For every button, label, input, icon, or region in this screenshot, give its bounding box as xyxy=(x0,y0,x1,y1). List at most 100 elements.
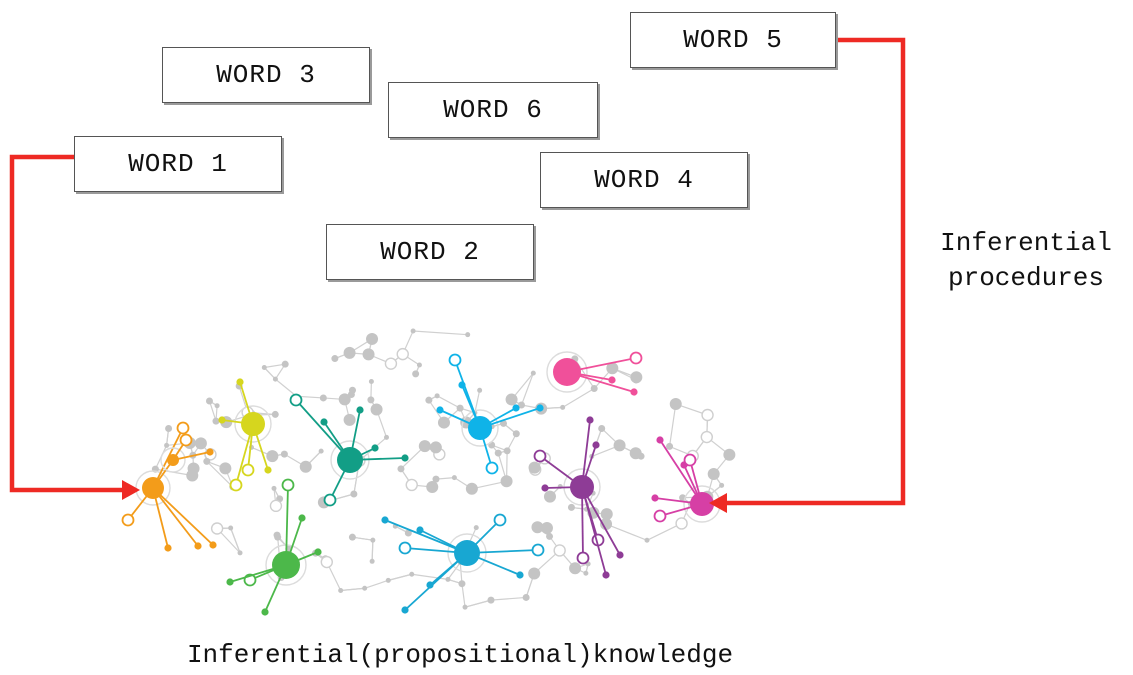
gray-node-hollow xyxy=(700,430,713,444)
purple-node-hollow xyxy=(576,551,590,565)
gray-edge xyxy=(208,400,217,422)
word-1-label: WORD 1 xyxy=(128,149,228,179)
pink-node xyxy=(608,376,616,384)
gray-node xyxy=(384,434,390,440)
orange-2-node xyxy=(206,448,214,456)
gray-node xyxy=(567,503,575,511)
arrow-left-line xyxy=(9,154,126,493)
gray-node xyxy=(531,521,544,534)
gray-node xyxy=(281,360,289,368)
inferential-procedures-label: Inferential procedures xyxy=(920,226,1132,296)
gray-edge xyxy=(413,330,468,336)
gray-edge xyxy=(275,378,297,397)
gray-node xyxy=(723,448,736,461)
yellow-hub-ring xyxy=(234,405,272,443)
gray-node xyxy=(500,475,513,488)
gray-node xyxy=(261,365,267,371)
gray-node xyxy=(560,404,566,410)
gray-edge xyxy=(605,523,648,541)
gray-node xyxy=(362,585,368,591)
cyan-node xyxy=(516,571,524,579)
gray-node xyxy=(370,537,376,543)
gray-node xyxy=(410,328,416,334)
gray-node xyxy=(271,410,279,418)
gray-node xyxy=(272,376,278,382)
orange-hub xyxy=(142,477,164,499)
teal-node xyxy=(401,454,409,462)
gray-node xyxy=(370,403,383,416)
gray-edge xyxy=(388,573,412,581)
teal-node xyxy=(371,444,379,452)
teal-hub xyxy=(337,447,363,473)
green-node-hollow xyxy=(281,478,295,492)
orange-node xyxy=(194,542,202,550)
gray-edge xyxy=(461,583,466,608)
purple-edge xyxy=(581,486,607,576)
cyan-light-node-hollow xyxy=(485,461,499,475)
gray-node xyxy=(369,558,375,564)
gray-node xyxy=(219,462,232,475)
orange-node-hollow xyxy=(176,421,190,435)
gray-edge xyxy=(230,527,241,554)
word-2-label: WORD 2 xyxy=(380,237,480,267)
gray-node xyxy=(629,447,642,460)
gray-node xyxy=(416,362,422,368)
word-box-6: WORD 6 xyxy=(388,82,598,138)
gray-node xyxy=(404,529,412,537)
gray-node xyxy=(397,465,405,473)
gray-node xyxy=(473,525,479,531)
yellow-node xyxy=(264,466,272,474)
cyan-edge xyxy=(384,519,468,554)
gray-node xyxy=(299,460,312,473)
arrow-right-head xyxy=(709,493,727,513)
pink-node xyxy=(630,388,638,396)
gray-edge xyxy=(474,390,481,413)
gray-node xyxy=(368,378,374,384)
orange-node xyxy=(209,541,217,549)
gray-node xyxy=(187,462,200,475)
yellow-node xyxy=(218,416,226,424)
gray-network-layer xyxy=(151,328,736,610)
gray-edge xyxy=(646,522,682,541)
gray-node xyxy=(366,332,379,345)
side-label-line-2: procedures xyxy=(947,263,1105,293)
gray-node xyxy=(590,384,598,392)
cyan-node-hollow xyxy=(493,513,507,527)
gray-node xyxy=(632,376,640,384)
gray-node xyxy=(445,576,451,582)
purple-edge xyxy=(581,486,621,556)
gray-node xyxy=(462,604,468,610)
gray-node xyxy=(237,550,243,556)
gray-node-hollow xyxy=(553,544,566,557)
gray-node xyxy=(540,522,553,535)
magenta-edge xyxy=(659,439,703,505)
magenta-hub xyxy=(690,492,714,516)
gray-edge xyxy=(520,372,534,406)
gray-node xyxy=(266,450,279,463)
orange-edge xyxy=(152,487,199,547)
cyan-node xyxy=(426,581,434,589)
green-node xyxy=(261,608,269,616)
gray-node xyxy=(273,531,281,539)
purple-node xyxy=(586,416,594,424)
gray-node xyxy=(409,571,415,577)
gray-edge xyxy=(206,460,234,488)
cyan-light-node xyxy=(536,404,544,412)
gray-edge xyxy=(490,596,527,601)
gray-node xyxy=(598,424,606,432)
arrow-right-line xyxy=(724,37,906,506)
orange-2-hub xyxy=(167,454,179,466)
gray-node xyxy=(465,332,471,338)
gray-node xyxy=(707,468,720,481)
word-4-label: WORD 4 xyxy=(594,165,694,195)
gray-node xyxy=(343,346,356,359)
pink-hub xyxy=(553,358,581,386)
yellow-node xyxy=(236,378,244,386)
orange-2-edge xyxy=(172,451,211,461)
gray-node xyxy=(425,396,433,404)
gray-node xyxy=(418,440,431,453)
gray-node xyxy=(451,475,457,481)
gray-node xyxy=(719,482,725,488)
gray-node xyxy=(319,394,327,402)
